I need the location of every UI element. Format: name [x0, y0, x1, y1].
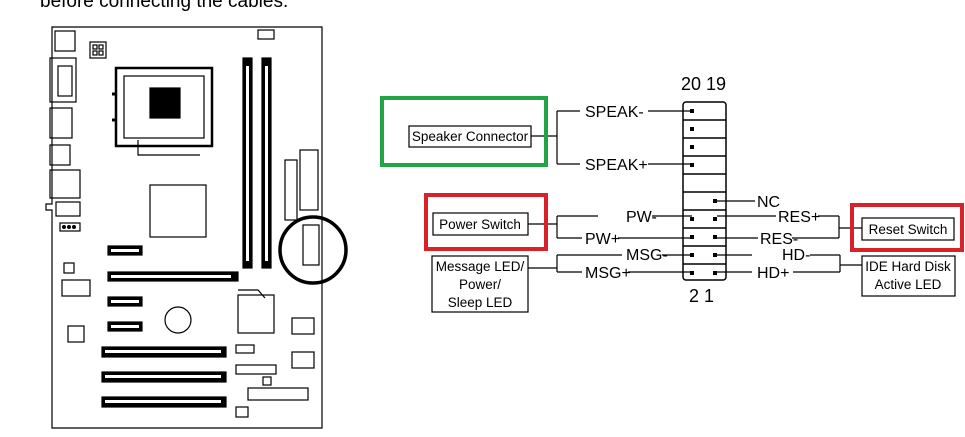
ide-hdd-label-line1: IDE Hard Disk	[865, 259, 951, 274]
power-switch-label: Power Switch	[439, 217, 521, 232]
label-hd-plus: HD+	[757, 265, 789, 282]
label-res-minus: RES-	[760, 231, 798, 248]
wires	[528, 110, 862, 273]
label-msg-minus: MSG-	[626, 247, 668, 264]
message-led-box	[431, 255, 529, 313]
header-caption: before connecting the cables.	[40, 0, 289, 12]
label-speak-minus: SPEAK-	[585, 104, 644, 121]
label-hd-minus: HD-	[782, 247, 810, 264]
message-led-label-line1: Message LED/	[436, 259, 525, 274]
message-led-label-line3: Sleep LED	[448, 295, 513, 310]
ide-hdd-label-line2: Active LED	[875, 277, 942, 292]
message-led-label-line2: Power/	[459, 277, 501, 292]
reset-switch-label: Reset Switch	[869, 222, 948, 237]
speaker-connector-box	[408, 125, 532, 148]
label-pw-plus: PW+	[585, 231, 620, 248]
power-switch-box	[432, 212, 529, 236]
label-nc: NC	[757, 194, 780, 211]
label-pw-minus: PW-	[626, 209, 657, 226]
ide-hdd-box	[861, 255, 956, 297]
front-panel-header: 20 19 2 1	[681, 74, 727, 306]
reset-switch-highlight-frame	[850, 203, 964, 252]
speaker-highlight-frame	[380, 96, 548, 167]
speaker-connector-label: Speaker Connector	[412, 129, 529, 144]
power-switch-highlight-frame	[424, 193, 548, 251]
pin-number-top: 20 19	[681, 74, 726, 94]
label-speak-plus: SPEAK+	[585, 157, 648, 174]
pin-number-bottom: 2 1	[689, 286, 714, 306]
label-msg-plus: MSG+	[585, 265, 631, 282]
header-location-circle	[278, 215, 348, 285]
reset-switch-box	[861, 217, 955, 241]
label-res-plus: RES+	[778, 209, 820, 226]
motherboard-illustration	[45, 26, 323, 429]
